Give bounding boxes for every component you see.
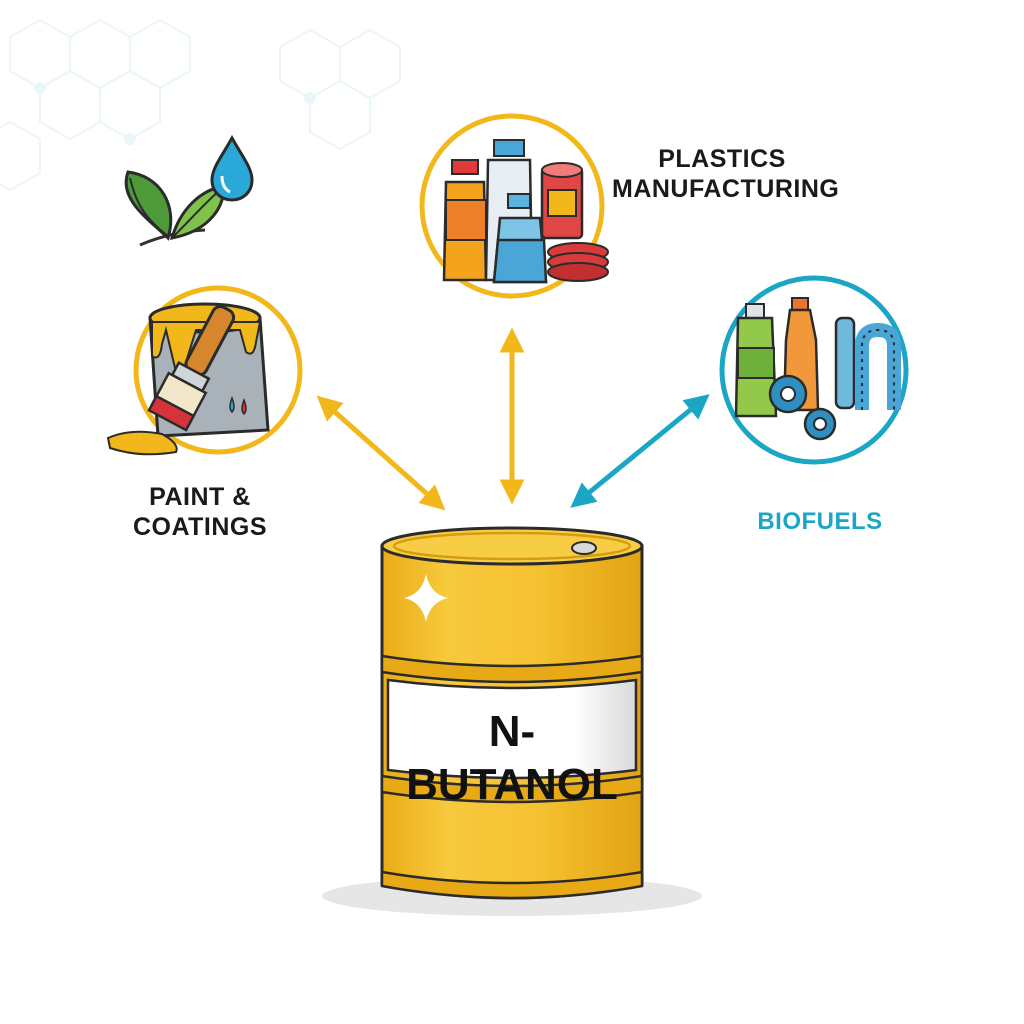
leaf-water-drop-icon	[124, 134, 254, 247]
arrow-biofuels	[570, 394, 710, 508]
bottles-gears-pipe-icon	[719, 275, 909, 465]
plastic-bottles-icon	[419, 113, 609, 299]
paint-can-brush-icon	[106, 285, 303, 456]
hexagon-pattern-icon	[0, 18, 401, 192]
barrel-label-n-butanol: N-BUTANOL	[406, 707, 618, 809]
yellow-chemical-barrel-icon	[322, 526, 702, 916]
plastics-manufacturing-label: PLASTICS MANUFACTURING	[612, 145, 840, 203]
sparkle-icon	[404, 574, 448, 622]
biofuels-label: BIOFUELS	[757, 508, 883, 535]
paint-coatings-label: PAINT & COATINGS	[132, 483, 268, 541]
arrow-paint	[316, 395, 446, 511]
